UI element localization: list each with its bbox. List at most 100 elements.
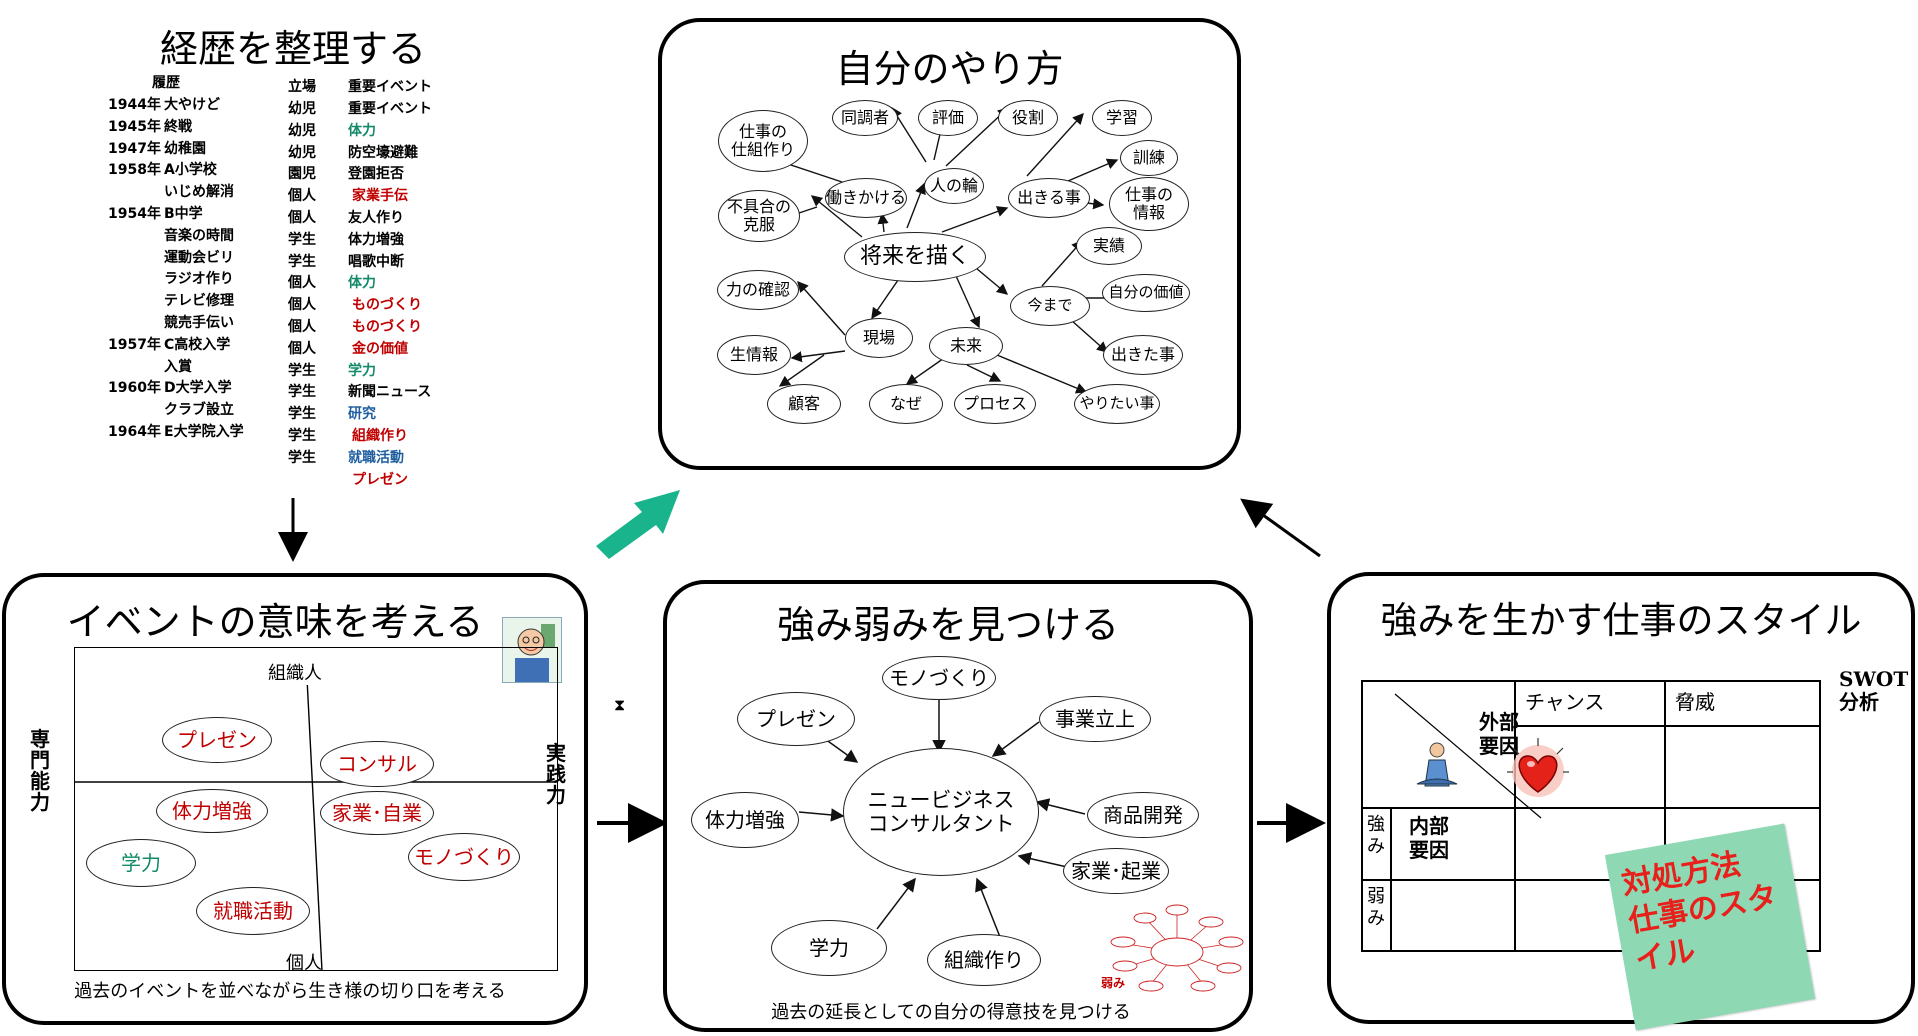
career-title: 経歴を整理する — [160, 27, 427, 71]
way-node-fugu: 不具合の 克服 — [718, 190, 800, 242]
way-node-mirai: 未来 — [929, 327, 1003, 365]
career-history: E大学院入学 — [164, 424, 244, 440]
career-history: C高校入学 — [164, 336, 231, 353]
way-node-hito: 人の輪 — [924, 168, 984, 204]
hourglass-mark: ⧗ — [614, 695, 625, 714]
career-event: 体力増強 — [348, 231, 404, 248]
meditating-person-icon — [1416, 742, 1458, 787]
way-node-process: プロセス — [954, 384, 1036, 424]
career-history: 終戦 — [164, 118, 192, 135]
career-year: 1958年 — [108, 162, 161, 179]
career-event: 研究 — [348, 406, 376, 423]
career-role: 学生 — [288, 231, 316, 248]
strength-node-kigyo: 家業･起業 — [1063, 848, 1169, 894]
way-node-shigoto: 仕事の 仕組作り — [718, 110, 808, 172]
career-event: 防空壕避難 — [348, 144, 418, 161]
career-year: 1957年 — [108, 336, 161, 353]
career-history: 幼稚園 — [164, 140, 206, 157]
career-year: 1944年 — [108, 97, 161, 113]
career-event: ものづくり — [352, 297, 422, 314]
way-node-hataraki: 働きかける — [825, 178, 907, 218]
career-event: 組織作り — [352, 428, 408, 444]
career-history: 競売手伝い — [164, 315, 234, 331]
strength-node-mono: モノづくり — [882, 656, 996, 700]
meaning-plot-area — [74, 647, 558, 971]
strength-node-present: プレゼン — [737, 692, 855, 746]
meaning-item-present: プレゼン — [162, 717, 272, 763]
way-node-dekiru: 出きる事 — [1008, 178, 1090, 218]
swot-weak: 弱 み — [1367, 886, 1385, 929]
meaning-axis-top: 組織人 — [268, 659, 322, 685]
career-year: 1960年 — [108, 380, 161, 397]
meaning-item-shushoku: 就職活動 — [196, 887, 310, 935]
career-role: 個人 — [288, 340, 316, 357]
career-history: 入賞 — [164, 358, 192, 375]
way-node-jisseki: 実績 — [1076, 227, 1142, 265]
way-node-doucho: 同調者 — [832, 100, 898, 136]
career-role: 学生 — [288, 428, 316, 444]
way-node-gakushu: 学習 — [1092, 100, 1152, 136]
career-event: 体力 — [348, 122, 376, 139]
meaning-avatar-icon — [502, 617, 562, 683]
strength-small-label: 弱み — [1101, 976, 1126, 990]
way-node-imamade: 今まで — [1010, 286, 1090, 326]
swot-chance: チャンス — [1525, 690, 1605, 714]
career-role: 学生 — [288, 362, 316, 379]
strength-title: 強み弱みを見つける — [776, 603, 1119, 647]
career-role: 個人 — [288, 297, 316, 314]
meaning-caption: 過去のイベントを並べながら生き様の切り口を考える — [74, 981, 506, 1002]
career-year: 1964年 — [108, 424, 161, 440]
way-node-joho: 仕事の 情報 — [1109, 177, 1189, 231]
meaning-item-monozukuri: モノづくり — [408, 833, 520, 881]
career-role: 個人 — [288, 275, 316, 292]
career-year: 1954年 — [108, 206, 161, 222]
way-node-dekita: 出きた事 — [1103, 335, 1183, 375]
strength-center-node: ニュービジネス コンサルタント — [843, 748, 1039, 876]
career-role: 学生 — [288, 406, 316, 423]
career-role: 学生 — [288, 384, 316, 401]
way-node-naze: なぜ — [869, 384, 943, 424]
meaning-axis-bottom: 個人 — [286, 953, 322, 974]
way-node-seijoho: 生情報 — [717, 335, 791, 375]
career-role: 学生 — [288, 253, 316, 270]
career-event: プレゼン — [352, 471, 408, 488]
career-event: 登園拒否 — [348, 166, 404, 183]
way-node-kachi: 自分の価値 — [1102, 274, 1190, 312]
way-node-yakuwari: 役割 — [998, 100, 1058, 136]
way-center-node: 将来を描く — [844, 232, 986, 282]
career-header-role: 立場 — [288, 79, 316, 95]
career-event: 家業手伝 — [352, 188, 408, 205]
career-header-history: 履歴 — [152, 75, 180, 91]
career-role: 幼児 — [288, 144, 316, 161]
career-event: 体力 — [348, 275, 376, 292]
career-event: 金の価値 — [352, 340, 408, 357]
career-event: 友人作り — [348, 210, 404, 226]
career-event: ものづくり — [352, 319, 422, 335]
swot-strong: 強 み — [1367, 814, 1385, 857]
strength-caption: 過去の延長としての自分の得意技を見つける — [771, 1002, 1131, 1023]
career-event: 唱歌中断 — [348, 253, 404, 270]
meaning-panel: イベントの意味を考える 組織人 個人 専門能力 実践力 プレゼン コンサル 体力… — [2, 573, 588, 1025]
meaning-item-kagyo: 家業･自業 — [320, 791, 434, 835]
career-year: 1947年 — [108, 140, 161, 157]
swot-label: SWOT 分析 — [1839, 667, 1909, 714]
meaning-item-consul: コンサル — [320, 741, 434, 787]
way-panel: 自分のやり方 将来 — [658, 18, 1241, 470]
strength-panel: 強み弱みを見つける ニュービジネス コンサルタント プレゼン モノづくり 事業立… — [663, 580, 1253, 1032]
career-header-event: 重要イベント — [348, 79, 432, 95]
meaning-item-tairyoku: 体力増強 — [156, 789, 268, 833]
career-history: クラブ設立 — [164, 402, 234, 419]
weakness-mini-map — [1110, 904, 1244, 992]
style-panel: 強みを生かす仕事のスタイル チャンス 脅威 外部 要因 内部 要因 強 み 弱 … — [1327, 572, 1915, 1031]
swot-external: 外部 要因 — [1479, 710, 1519, 758]
career-event: 新聞ニュース — [348, 384, 432, 401]
sticky-note-text: 対処方法 仕事のスタ イル — [1619, 847, 1780, 978]
way-title: 自分のやり方 — [835, 47, 1064, 91]
strength-node-gaku: 学力 — [771, 920, 887, 976]
meaning-title: イベントの意味を考える — [66, 600, 484, 644]
heart-icon — [1507, 738, 1569, 797]
career-event: 学力 — [348, 362, 376, 379]
strength-node-shohin: 商品開発 — [1087, 792, 1199, 838]
strength-node-tairyoku: 体力増強 — [691, 792, 799, 848]
